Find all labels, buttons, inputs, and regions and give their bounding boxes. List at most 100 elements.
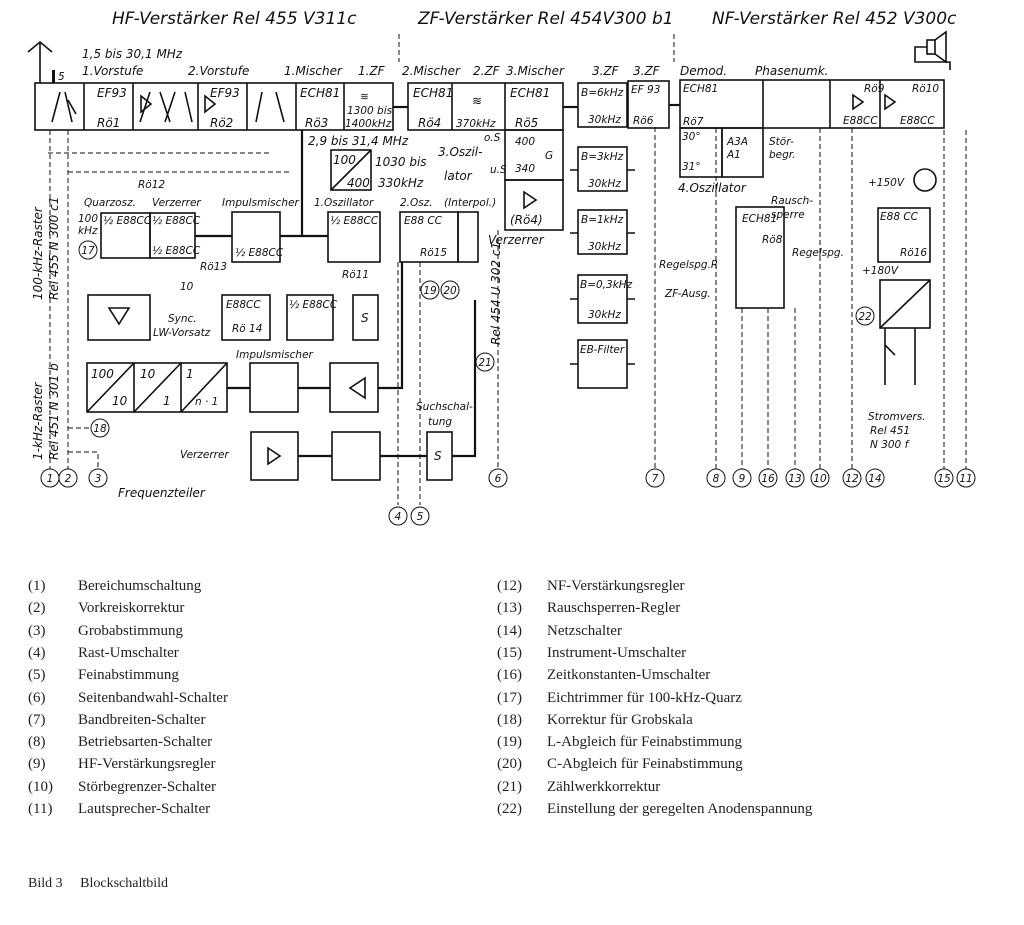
module-label: Rel 451 [870, 425, 910, 437]
callout-3: 3 [88, 468, 108, 488]
signal-label: LW-Vorsatz [153, 327, 211, 339]
callout-7: 7 [645, 468, 665, 488]
ratio-label: 100 [333, 153, 356, 167]
legend-text: Störbegrenzer-Schalter [78, 778, 216, 795]
block-label: Verzerrer [180, 449, 229, 461]
callout-21: 21 [475, 352, 495, 372]
tube-label: EF93 [210, 86, 240, 100]
filter-bandwidth-label: EB-Filter [580, 344, 625, 356]
legend-number: (18) [497, 711, 522, 728]
callout-number: 19 [423, 285, 437, 297]
legend-number: (19) [497, 734, 522, 751]
legend-number: (7) [28, 711, 46, 728]
legend-text: L-Abgleich für Feinabstimmung [547, 734, 742, 751]
frequency-label: 1030 bis [375, 155, 427, 169]
legend-text: Netzschalter [547, 622, 622, 639]
legend-number: (12) [497, 578, 522, 594]
oscillator-label: G [545, 150, 553, 162]
module-label: 1-kHz-Raster [31, 381, 45, 460]
filter-frequency-label: 30kHz [588, 241, 621, 253]
tube-label: E88CC [900, 115, 935, 127]
legend-number: (5) [28, 667, 46, 684]
callout-4: 4 [388, 506, 408, 526]
legend-text: Bereichumschaltung [78, 578, 202, 594]
filter-frequency-label: 30kHz [588, 309, 621, 321]
stage-label: 2.Mischer [402, 64, 461, 78]
callout-18: 18 [90, 418, 110, 438]
block-label: Frequenzteiler [118, 486, 206, 500]
legend-number: (17) [497, 689, 522, 706]
stage-label: 3.Mischer [506, 64, 565, 78]
bandwidth-filter-bank [570, 82, 635, 389]
frequency-range-label: 1,5 bis 30,1 MHz [82, 47, 183, 61]
bandpass-filter-icon: ≋ [472, 94, 482, 108]
callout-2: 2 [58, 468, 78, 488]
stage-label: Demod. [680, 64, 727, 78]
callout-number: 14 [868, 473, 881, 485]
legend-number: (11) [28, 801, 53, 817]
zf-mixer-block [407, 82, 564, 231]
callout-17: 17 [78, 240, 98, 260]
mode-label: A1 [726, 149, 741, 161]
module-label: Stromvers. [868, 411, 926, 423]
stage-label: 3.ZF [633, 64, 661, 78]
tube-label: ½ E88CC [289, 299, 338, 311]
callout-number: 12 [845, 473, 859, 485]
legend-text: Grobabstimmung [78, 622, 183, 639]
tube-label: E88 CC [404, 215, 443, 227]
callout-number: 18 [93, 423, 107, 435]
tube-label: Rö6 [633, 115, 654, 127]
ratio-label: 1 [186, 367, 194, 381]
stage-label: 1.ZF [358, 64, 386, 78]
filter-bandwidth-label: B=3kHz [581, 151, 624, 163]
legend-number: (8) [28, 734, 46, 751]
frequency-label: 30° [682, 131, 701, 143]
tube-label: Rö7 [683, 116, 704, 128]
legend-text: Zeitkonstanten-Umschalter [547, 667, 711, 684]
frequency-label: 31° [682, 161, 701, 173]
callout-number: 10 [813, 473, 827, 485]
legend-text: Rauschsperren-Regler [547, 600, 681, 617]
legend-number: (16) [497, 667, 522, 684]
legend-number: (1) [28, 578, 46, 594]
callout-16: 16 [758, 468, 778, 488]
tube-label: Rö2 [210, 116, 233, 130]
section-title-nf: NF-Verstärker Rel 452 V300c [712, 9, 957, 29]
filter-bandwidth-label: B=1kHz [581, 214, 624, 226]
control-lines [48, 127, 967, 505]
filter-bandwidth-label: B=6kHz [581, 87, 624, 99]
tube-label: Rö13 [200, 261, 227, 273]
frequency-divider-block [86, 262, 477, 481]
stage-label: Phasenumk. [755, 64, 829, 78]
callout-number: 3 [95, 473, 102, 485]
switch-label: o.S [484, 132, 501, 144]
signal-label: Sync. [168, 313, 197, 325]
callout-number: 9 [739, 473, 746, 485]
tube-label: ECH81 [683, 83, 718, 95]
legend-number: (3) [28, 622, 46, 639]
ratio-label: n · 1 [195, 396, 218, 408]
legend-number: (22) [497, 801, 522, 817]
figure-number: Bild 3 [28, 876, 63, 891]
callout-number: 4 [395, 511, 402, 523]
mode-label: A3A [726, 136, 748, 148]
antenna-icon [27, 40, 55, 83]
tube-label: ECH81 [300, 86, 340, 100]
tube-label: ECH81 [413, 86, 453, 100]
callout-9: 9 [732, 468, 752, 488]
legend-text: Betriebsarten-Schalter [78, 734, 213, 751]
tube-label: Rö3 [305, 116, 328, 130]
crystal-label: 400 [515, 136, 535, 148]
callout-19: 19 [420, 280, 440, 300]
block-label: S [434, 449, 442, 463]
block-label: (Interpol.) [444, 197, 496, 209]
crystal-label: 340 [515, 163, 535, 175]
tuning-indicator-block [877, 207, 931, 263]
legend-text: Feinabstimmung [78, 667, 179, 684]
section-title-hf: HF-Verstärker Rel 455 V311c [112, 9, 357, 29]
callout-number: 16 [761, 473, 775, 485]
legend-text: NF-Verstärkungsregler [547, 578, 685, 594]
tube-label: ½ E88CC [235, 247, 284, 259]
callout-20: 20 [440, 280, 460, 300]
